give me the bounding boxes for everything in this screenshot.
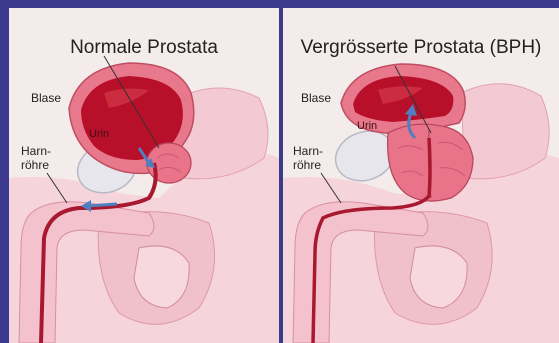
flow-arrow-urethra	[87, 204, 117, 206]
panel-title: Vergrösserte Prostata (BPH)	[283, 37, 559, 59]
urethra-label-line2: röhre	[293, 159, 321, 172]
bladder-label: Blase	[31, 92, 61, 105]
enlarged-prostate-panel: Vergrösserte Prostata (BPH) Blase Urin H…	[283, 8, 559, 343]
urethra-label-line1: Harn-	[21, 145, 51, 158]
urine-label: Urin	[89, 128, 109, 141]
abdominal-outline	[461, 84, 549, 179]
urethra-label-line2: röhre	[21, 159, 49, 172]
panel-title: Normale Prostata	[9, 37, 279, 59]
urine-label: Urin	[357, 120, 377, 133]
prostate	[147, 143, 191, 183]
bladder-label: Blase	[301, 92, 331, 105]
urethra-label-line1: Harn-	[293, 145, 323, 158]
normal-prostate-panel: Normale Prostata Blase Urin Harn- röhre	[9, 8, 279, 343]
